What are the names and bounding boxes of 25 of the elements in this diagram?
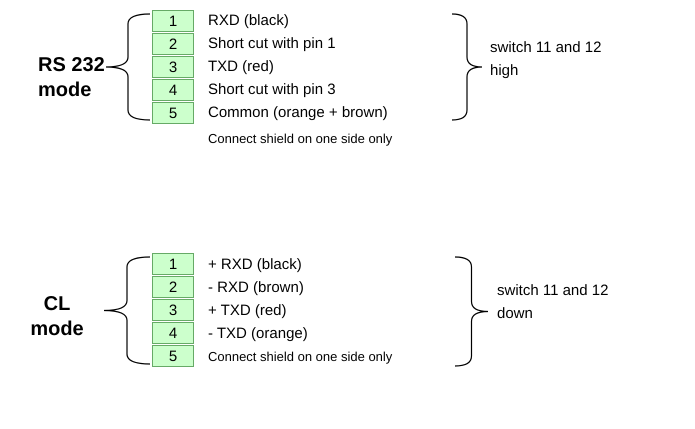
mode-heading: CL mode — [29, 292, 85, 342]
wire-label: Short cut with pin 1 — [208, 35, 336, 52]
mode-heading: RS 232 mode — [38, 53, 106, 103]
pin-number: 5 — [152, 345, 194, 367]
pin-number: 3 — [152, 56, 194, 78]
pin-number: 3 — [152, 299, 194, 321]
pin-number: 2 — [152, 33, 194, 55]
pin-number: 4 — [152, 322, 194, 344]
wire-label: RXD (black) — [208, 12, 289, 29]
wire-label: - RXD (brown) — [208, 279, 304, 296]
switch-note: switch 11 and 12 high — [490, 38, 602, 81]
note-text: Connect shield on one side only — [208, 131, 392, 146]
wire-label: TXD (red) — [208, 58, 274, 75]
pin-number: 2 — [152, 276, 194, 298]
wire-label: Common (orange + brown) — [208, 104, 388, 121]
wire-label: + TXD (red) — [208, 302, 286, 319]
note-text: Connect shield on one side only — [208, 349, 392, 364]
wire-label: Short cut with pin 3 — [208, 81, 336, 98]
pin-number: 1 — [152, 253, 194, 275]
pin-number: 1 — [152, 10, 194, 32]
wire-label: + RXD (black) — [208, 256, 302, 273]
pin-number: 5 — [152, 102, 194, 124]
wire-label: - TXD (orange) — [208, 325, 308, 342]
switch-note: switch 11 and 12 down — [497, 281, 610, 324]
pin-number: 4 — [152, 79, 194, 101]
